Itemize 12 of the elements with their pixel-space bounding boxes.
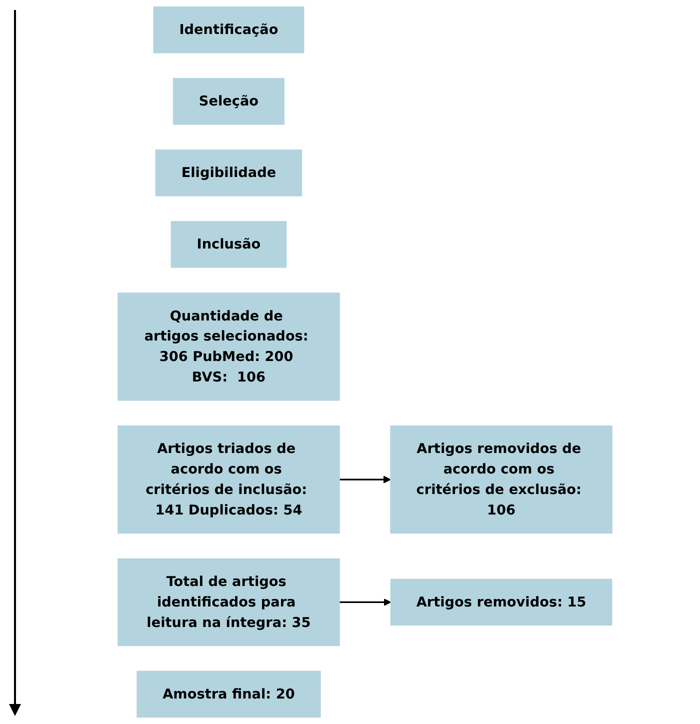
- node-box: Total de artigos identificados para leitura na íntegra: 35: [118, 558, 340, 646]
- node-box: Artigos triados de acordo com os critérios de inclusão: 141 Duplicados: 54: [118, 425, 340, 534]
- node-box: Inclusão: [170, 221, 287, 268]
- node-box: Quantidade de artigos selecionados: 306 PubMed: 200 BVS: 106: [118, 292, 340, 401]
- arrow: [339, 476, 391, 484]
- arrow: [339, 598, 392, 606]
- node-box: Amostra final: 20: [136, 670, 321, 718]
- node-box: Eligibilidade: [155, 149, 302, 196]
- node-box: Artigos removidos: 15: [390, 578, 612, 626]
- node-box: Seleção: [172, 78, 284, 125]
- node-box: Artigos removidos de acordo com os critérios de exclusão: 106: [390, 425, 612, 534]
- node-box: Identificação: [153, 6, 304, 54]
